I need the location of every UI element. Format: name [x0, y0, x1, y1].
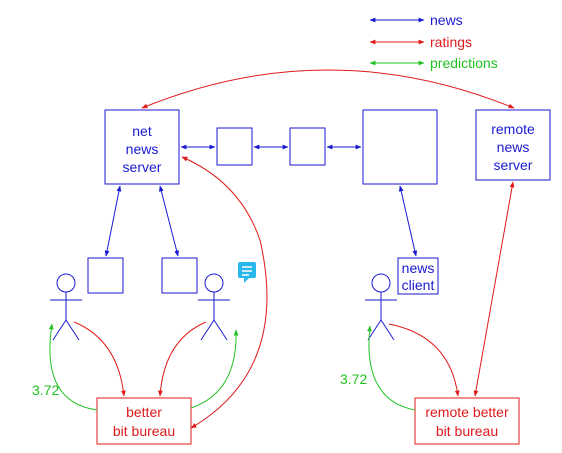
left-prediction-arrow: [48, 323, 98, 411]
client-box-right: [161, 257, 198, 294]
legend-news-label: news: [430, 12, 463, 28]
remote-news-server: remote news server: [475, 109, 551, 181]
remote-user-rating-arrow: [388, 323, 460, 397]
server-to-right-client: [159, 185, 179, 257]
servers-ratings-arc: [141, 69, 515, 109]
right-user-rating-arrow: [157, 321, 207, 397]
remote-better-bit-bureau-line-2: bit bureau: [436, 423, 498, 439]
server-to-left-client: [104, 185, 122, 257]
net-news-server: net news server: [104, 109, 180, 185]
server-to-news-client: [398, 185, 418, 257]
net-news-server-line-1: net: [132, 123, 152, 139]
remote-news-server-line-2: news: [497, 139, 530, 155]
net-news-server-line-2: news: [126, 141, 159, 157]
user-stick-figure-icon: [50, 273, 82, 341]
legend: news ratings predictions: [369, 12, 498, 71]
left-prediction-value: 3.72: [32, 382, 59, 398]
news-client: news client: [397, 257, 439, 295]
client-box-left: [87, 257, 124, 294]
left-user-rating-arrow: [73, 321, 126, 397]
news-node-1: [216, 127, 253, 166]
legend-ratings-label: ratings: [430, 34, 472, 50]
legend-predictions-label: predictions: [430, 55, 498, 71]
news-client-line-2: client: [402, 277, 435, 293]
news-client-line-1: news: [402, 260, 435, 276]
right-prediction-arrow: [190, 329, 239, 409]
right-prediction-value: 3.72: [340, 371, 367, 387]
remote-better-bit-bureau-line-1: remote better: [425, 404, 509, 420]
net-news-server-line-3: server: [123, 159, 162, 175]
comment-icon[interactable]: [238, 262, 256, 283]
bureau-server-ratings-arc: [181, 156, 268, 429]
news-node-3: [362, 109, 438, 185]
remote-prediction-arrow: [367, 325, 416, 411]
remote-bureau-server-arrow: [473, 181, 515, 397]
user-stick-figure-icon: [365, 273, 397, 341]
remote-better-bit-bureau: remote better bit bureau: [414, 397, 520, 445]
better-bit-bureau-line-1: better: [126, 404, 162, 420]
user-stick-figure-icon: [198, 273, 230, 341]
remote-news-server-line-1: remote: [491, 121, 535, 137]
news-node-2: [289, 127, 326, 166]
remote-news-server-line-3: server: [494, 157, 533, 173]
better-bit-bureau-line-2: bit bureau: [113, 423, 175, 439]
better-bit-bureau: better bit bureau: [96, 397, 192, 445]
